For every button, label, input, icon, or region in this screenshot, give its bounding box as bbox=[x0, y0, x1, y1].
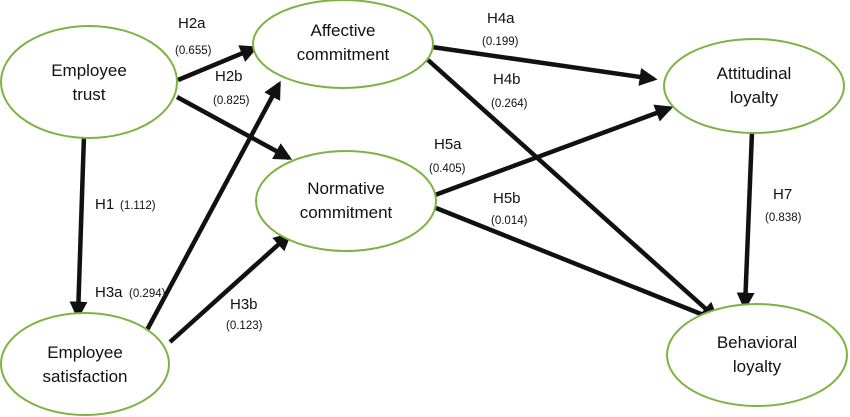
h4a-label: H4a bbox=[487, 10, 515, 27]
h5b-arrow bbox=[435, 205, 720, 324]
h7-coef: (0.838) bbox=[765, 212, 802, 224]
h1-arrow bbox=[69, 134, 88, 320]
node-employee-trust: Employee trust bbox=[0, 25, 178, 139]
h3a-label: H3a bbox=[95, 284, 123, 301]
h1-coef: (1.112) bbox=[120, 200, 156, 212]
h4b-arrow bbox=[426, 58, 719, 321]
node-normative-commitment: Normative commitment bbox=[255, 150, 437, 252]
h3b-arrow bbox=[168, 232, 292, 344]
node-employee-satisfaction-line2: satisfaction bbox=[42, 367, 127, 386]
h2b-label: H2b bbox=[215, 68, 243, 85]
node-normative-commitment-line1: Normative bbox=[307, 179, 384, 198]
h5b-label: H5b bbox=[493, 190, 521, 207]
node-behavioral-loyalty-line2: loyalty bbox=[733, 357, 782, 376]
node-behavioral-loyalty-line1: Behavioral bbox=[717, 333, 797, 352]
h3b-label: H3b bbox=[230, 296, 258, 313]
node-attitudinal-loyalty-line1: Attitudinal bbox=[717, 64, 792, 83]
node-attitudinal-loyalty: Attitudinal loyalty bbox=[663, 38, 845, 134]
node-affective-commitment: Affective commitment bbox=[252, 0, 434, 89]
h5a-arrow bbox=[434, 104, 674, 198]
node-employee-trust-line1: Employee bbox=[51, 61, 127, 80]
h7-label: H7 bbox=[773, 186, 792, 203]
h2a-label: H2a bbox=[178, 15, 206, 32]
h3b-coef: (0.123) bbox=[226, 320, 263, 332]
h3a-arrow bbox=[145, 80, 281, 332]
h4a-coef: (0.199) bbox=[482, 36, 519, 48]
h2a-arrow bbox=[177, 45, 259, 83]
node-normative-commitment-line2: commitment bbox=[300, 203, 393, 222]
h5a-label: H5a bbox=[434, 136, 462, 153]
node-employee-satisfaction: Employee satisfaction bbox=[0, 312, 170, 416]
h4b-label: H4b bbox=[493, 71, 521, 88]
node-behavioral-loyalty: Behavioral loyalty bbox=[666, 303, 848, 407]
h5a-coef: (0.405) bbox=[429, 163, 466, 175]
h1-label: H1 bbox=[95, 196, 114, 213]
node-employee-trust-line2: trust bbox=[72, 85, 105, 104]
node-attitudinal-loyalty-line2: loyalty bbox=[730, 88, 779, 107]
h3a-coef: (0.294) bbox=[129, 288, 166, 300]
h2b-arrow bbox=[175, 95, 293, 160]
h2b-coef: (0.825) bbox=[213, 95, 250, 107]
node-affective-commitment-line1: Affective bbox=[311, 21, 376, 40]
h4a-arrow bbox=[431, 44, 658, 86]
h5b-coef: (0.014) bbox=[491, 215, 528, 227]
node-affective-commitment-line2: commitment bbox=[297, 45, 390, 64]
h7-arrow bbox=[736, 131, 755, 311]
node-employee-satisfaction-line1: Employee bbox=[47, 343, 123, 362]
h2a-coef: (0.655) bbox=[175, 45, 212, 57]
h4b-coef: (0.264) bbox=[491, 98, 528, 110]
